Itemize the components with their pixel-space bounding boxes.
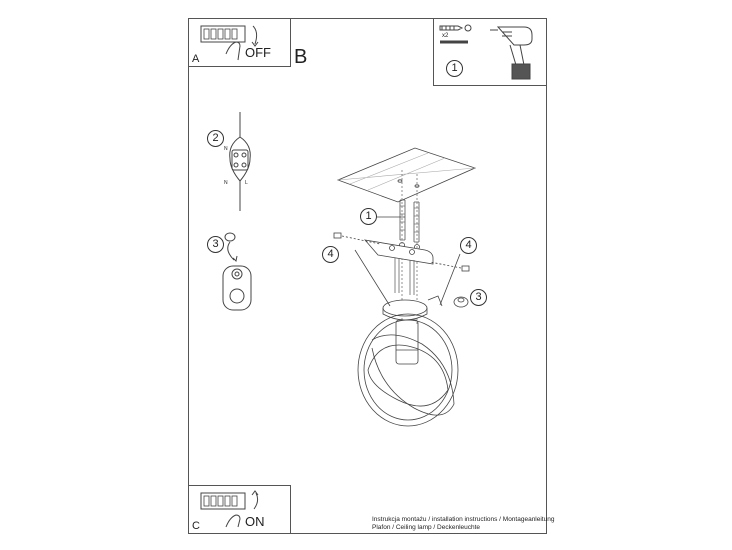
callout-cap: 3 bbox=[470, 289, 487, 306]
fuse-switch-on-icon bbox=[200, 490, 259, 528]
ceiling-lamp-assembly-drawing bbox=[333, 147, 477, 427]
cap-icon bbox=[453, 296, 469, 308]
callout-dowel: 1 bbox=[360, 208, 377, 225]
fuse-switch-off-icon bbox=[200, 25, 259, 61]
footer-line-1: Instrukcja montażu / installation instru… bbox=[372, 516, 555, 523]
step-c-box bbox=[188, 485, 291, 534]
callout-tools: 1 bbox=[446, 60, 463, 77]
step-a-word: OFF bbox=[245, 45, 271, 60]
power-drill-icon bbox=[490, 26, 533, 80]
instruction-sheet bbox=[188, 18, 547, 534]
callout-clip: 3 bbox=[207, 236, 224, 253]
callout-screw-left: 4 bbox=[322, 246, 339, 263]
step-c-word: ON bbox=[245, 514, 265, 529]
dowel-screw-icon bbox=[439, 24, 472, 44]
tools-box bbox=[433, 18, 547, 86]
step-a-letter: A bbox=[192, 53, 200, 65]
callout-screw-right: 4 bbox=[460, 237, 477, 254]
wire-connector-icon bbox=[229, 112, 251, 211]
wire-label-n-top: N bbox=[224, 146, 228, 152]
step-c-letter: C bbox=[192, 520, 200, 532]
wire-label-l: L bbox=[245, 180, 248, 186]
wire-label-n-bottom: N bbox=[224, 180, 228, 186]
cable-clip-icon bbox=[222, 232, 252, 311]
dowel-count: x2 bbox=[442, 33, 449, 39]
step-a-box bbox=[188, 18, 291, 67]
step-b-letter: B bbox=[294, 46, 308, 68]
footer-line-2: Plafon / Ceiling lamp / Deckenleuchte bbox=[372, 524, 481, 531]
dowel-leader-line bbox=[377, 216, 405, 218]
callout-wire: 2 bbox=[207, 130, 224, 147]
